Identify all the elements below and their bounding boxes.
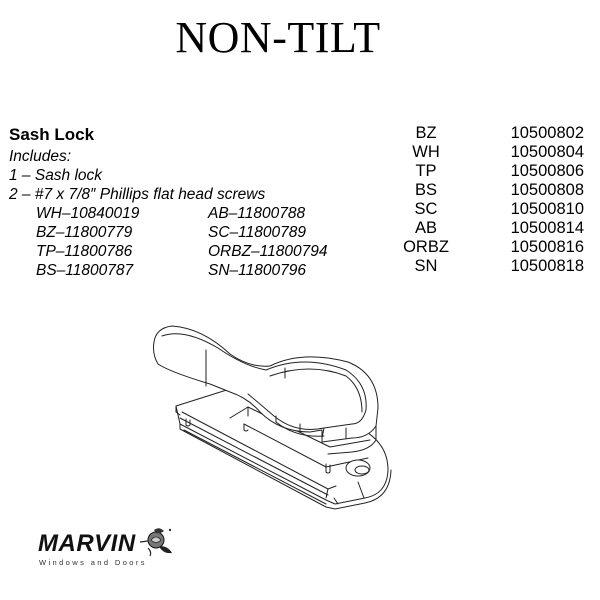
part-number: 10500806 bbox=[510, 162, 584, 180]
sku-table: BZ 10500802 WH 10500804 TP 10500806 BS 1… bbox=[388, 124, 584, 276]
sku-row: SN 10500818 bbox=[388, 257, 584, 276]
includes-label: Includes: bbox=[9, 148, 72, 165]
screw-code: SC–11800789 bbox=[208, 224, 306, 241]
part-number: 10500814 bbox=[510, 219, 584, 237]
part-number: 10500804 bbox=[510, 143, 584, 161]
product-name: Sash Lock bbox=[9, 125, 95, 144]
part-number: 10500810 bbox=[510, 200, 584, 218]
includes-item: 1 – Sash lock bbox=[9, 167, 103, 184]
part-number: 10500802 bbox=[510, 124, 584, 142]
sash-lock-drawing-icon bbox=[153, 325, 392, 510]
sku-row: SC 10500810 bbox=[388, 200, 584, 219]
brand-tagline: Windows and Doors bbox=[39, 558, 147, 567]
sku-row: ORBZ 10500816 bbox=[388, 238, 584, 257]
screw-code: AB–11800788 bbox=[208, 205, 306, 222]
screw-code: WH–10840019 bbox=[36, 205, 140, 222]
sku-row: BZ 10500802 bbox=[388, 124, 584, 143]
includes-item: 2 – #7 x 7/8″ Phillips flat head screws bbox=[9, 186, 266, 203]
part-number: 10500808 bbox=[510, 181, 584, 199]
page-title: NON-TILT bbox=[175, 13, 381, 62]
sku-row: AB 10500814 bbox=[388, 219, 584, 238]
finish-code: BZ bbox=[415, 124, 437, 142]
screw-code: SN–11800796 bbox=[208, 262, 306, 279]
part-number: 10500816 bbox=[510, 238, 584, 256]
part-number: 10500818 bbox=[510, 257, 584, 275]
sku-row: WH 10500804 bbox=[388, 143, 584, 162]
finish-code: BS bbox=[414, 181, 437, 199]
screw-code: TP–11800786 bbox=[36, 243, 133, 260]
finish-code: WH bbox=[412, 143, 440, 161]
screw-code: ORBZ–11800794 bbox=[208, 243, 328, 260]
screw-code: BZ–11800779 bbox=[36, 224, 133, 241]
screw-code-list: WH–10840019 AB–11800788 BZ–11800779 SC–1… bbox=[36, 204, 368, 280]
marvin-logo: MARVIN Windows and Doors bbox=[38, 528, 188, 572]
finish-code: ORBZ bbox=[403, 238, 449, 256]
product-description: Sash Lock Includes: 1 – Sash lock 2 – #7… bbox=[9, 124, 265, 204]
brand-name: MARVIN bbox=[38, 530, 136, 557]
finish-code: AB bbox=[414, 219, 437, 237]
screw-code: BS–11800787 bbox=[36, 262, 134, 279]
finish-code: SC bbox=[414, 200, 438, 218]
finish-code: TP bbox=[415, 162, 437, 180]
sku-row: BS 10500808 bbox=[388, 181, 584, 200]
rose-icon bbox=[139, 528, 172, 557]
sku-row: TP 10500806 bbox=[388, 162, 584, 181]
finish-code: SN bbox=[414, 257, 438, 275]
